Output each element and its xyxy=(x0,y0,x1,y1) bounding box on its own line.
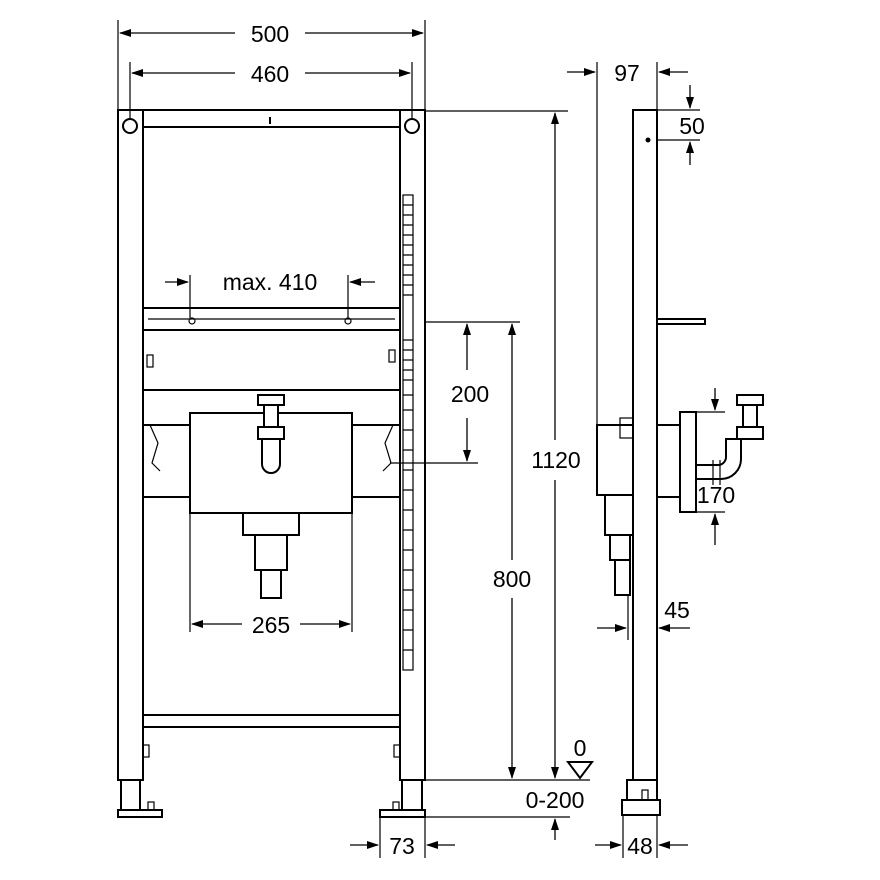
dim-1120: 1120 xyxy=(531,447,580,473)
dim-73: 73 xyxy=(389,833,415,859)
side-view-frame xyxy=(596,109,764,816)
dim-500: 500 xyxy=(251,21,289,47)
dim-265: 265 xyxy=(252,612,290,638)
front-view-dimensions: 500 460 max. 410 200 1120 800 265 0 xyxy=(117,20,594,859)
dim-800: 800 xyxy=(493,566,531,592)
floor-level-label: 0 xyxy=(574,735,587,761)
front-view-frame xyxy=(117,109,426,818)
dim-200: 200 xyxy=(451,381,489,407)
side-view-dimensions: 97 50 170 45 48 xyxy=(567,60,735,859)
dim-50: 50 xyxy=(679,113,705,139)
dim-460: 460 xyxy=(251,61,289,87)
dim-max-410: max. 410 xyxy=(223,269,318,295)
dim-48: 48 xyxy=(627,833,653,859)
dim-0-200: 0-200 xyxy=(526,787,585,813)
dim-45: 45 xyxy=(664,597,690,623)
floor-level-icon xyxy=(566,761,594,780)
dim-97: 97 xyxy=(614,60,640,86)
dim-170: 170 xyxy=(697,482,735,508)
